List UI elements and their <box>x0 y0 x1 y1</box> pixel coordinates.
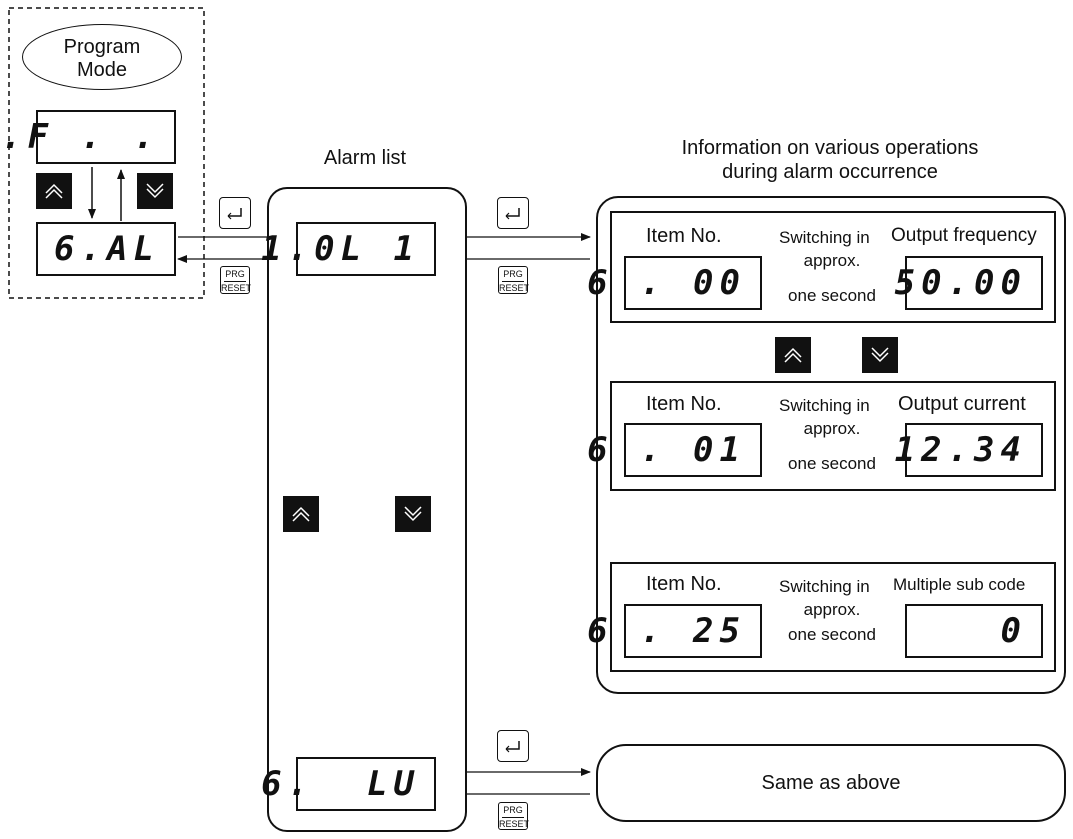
program-mode-top-display: 1.F . . <box>0 110 176 164</box>
item-display: 6 . 00 <box>587 256 762 310</box>
up-key-icon[interactable] <box>36 173 72 209</box>
value-display: 12.34 <box>895 423 1043 477</box>
switch-label-3: one second <box>788 454 876 473</box>
up-key-icon[interactable] <box>775 337 811 373</box>
prg-reset-key[interactable]: PRG RESET <box>498 266 530 294</box>
item-label: Item No. <box>646 225 722 247</box>
value-label: Output current <box>898 393 1026 415</box>
switch-label-3: one second <box>788 625 876 644</box>
alarm-list-first-display: 1.0L 1 <box>261 222 436 276</box>
alarm-list-last-display: 6. LU <box>261 757 436 811</box>
reset-label: RESET <box>221 283 252 293</box>
switch-label-2: approx. <box>803 419 861 438</box>
func-data-key-icon[interactable] <box>497 197 529 229</box>
func-data-key-icon[interactable] <box>219 197 251 229</box>
program-mode-label-2: Mode <box>76 59 128 81</box>
value-label: Output frequency <box>891 225 1037 246</box>
func-data-key-icon[interactable] <box>497 730 529 762</box>
reset-label: RESET <box>499 283 530 293</box>
switch-label-1: Switching in <box>779 577 870 596</box>
prg-label: PRG <box>502 806 524 818</box>
info-title-line2: during alarm occurrence <box>722 161 938 183</box>
prg-label: PRG <box>224 270 246 282</box>
up-key-icon[interactable] <box>283 496 319 532</box>
program-mode-ellipse <box>22 24 182 90</box>
program-mode-label-1: Program <box>63 36 141 58</box>
info-title-line1: Information on various operations <box>681 137 979 159</box>
prg-reset-key[interactable]: PRG RESET <box>220 266 252 294</box>
program-mode-bottom-display: 6.AL <box>36 222 176 276</box>
prg-label: PRG <box>502 270 524 282</box>
item-label: Item No. <box>646 573 722 595</box>
same-as-above-box: Same as above <box>596 744 1066 822</box>
switch-label-1: Switching in <box>779 396 870 415</box>
switch-label-3: one second <box>788 286 876 305</box>
value-display: 50.00 <box>895 256 1043 310</box>
down-key-icon[interactable] <box>862 337 898 373</box>
switch-label-1: Switching in <box>779 228 870 247</box>
same-as-above-label: Same as above <box>761 771 901 794</box>
value-label: Multiple sub code <box>893 575 1026 594</box>
switch-label-2: approx. <box>803 251 861 270</box>
alarm-list-title: Alarm list <box>323 147 407 169</box>
down-key-icon[interactable] <box>395 496 431 532</box>
down-key-icon[interactable] <box>137 173 173 209</box>
item-label: Item No. <box>646 393 722 415</box>
switch-label-2: approx. <box>803 600 861 619</box>
prg-reset-key[interactable]: PRG RESET <box>498 802 530 830</box>
item-display: 6 . 01 <box>587 423 762 477</box>
reset-label: RESET <box>499 819 530 829</box>
item-display: 6 . 25 <box>587 604 762 658</box>
value-display: 0 <box>905 604 1043 658</box>
